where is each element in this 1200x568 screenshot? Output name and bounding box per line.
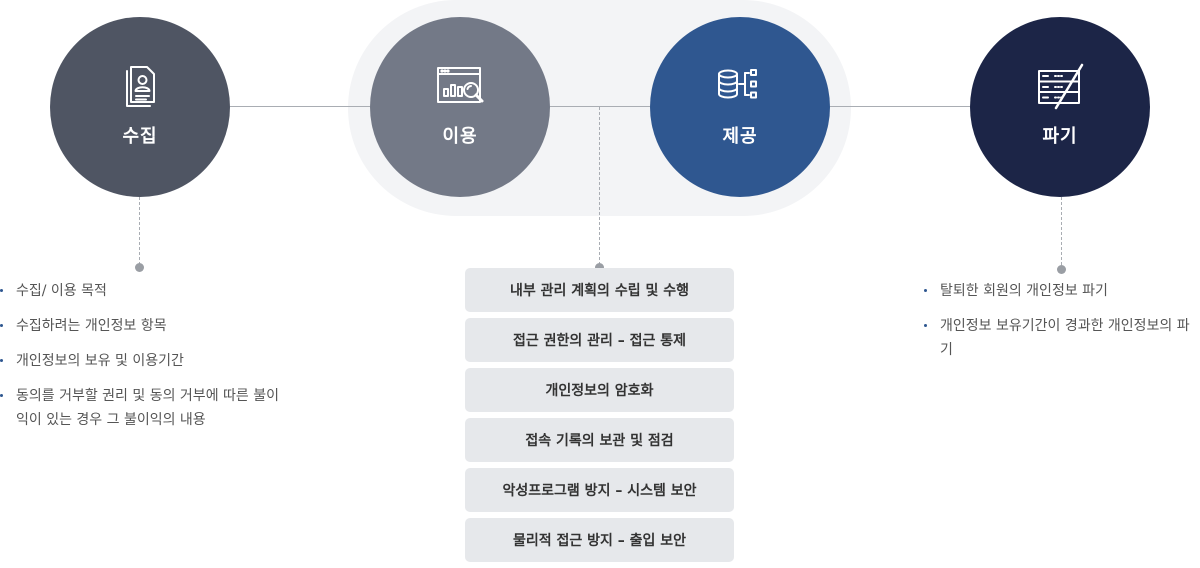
collection-dashed-line xyxy=(139,197,140,265)
database-share-icon xyxy=(718,69,757,99)
measure-box: 악성프로그램 방지 – 시스템 보안 xyxy=(465,468,734,512)
list-item: 동의를 거부할 권리 및 동의 거부에 따른 불이익이 있는 경우 그 불이익의… xyxy=(0,384,285,432)
stage-label: 파기 xyxy=(1042,126,1078,147)
list-item: 개인정보 보유기간이 경과한 개인정보의 파기 xyxy=(924,314,1200,362)
connector-line-2 xyxy=(550,106,650,107)
connector-line-1 xyxy=(230,106,370,107)
connector-line-3 xyxy=(830,106,970,107)
server-destroy-icon xyxy=(1038,63,1084,110)
stage-provision: 제공 xyxy=(650,17,830,197)
destruction-items-list: 탈퇴한 회원의 개인정보 파기 개인정보 보유기간이 경과한 개인정보의 파기 xyxy=(924,279,1200,373)
chart-magnifier-icon xyxy=(437,67,484,103)
collection-dot xyxy=(135,263,144,272)
stage-label: 제공 xyxy=(722,126,758,147)
protection-dot xyxy=(595,263,604,272)
list-item: 개인정보의 보유 및 이용기간 xyxy=(0,349,285,373)
measure-box: 내부 관리 계획의 수립 및 수행 xyxy=(465,268,734,312)
collection-items-list: 수집/ 이용 목적 수집하려는 개인정보 항목 개인정보의 보유 및 이용기간 … xyxy=(0,279,285,443)
destruction-dashed-line xyxy=(1061,197,1062,265)
stage-label: 수집 xyxy=(122,126,158,147)
list-item: 수집하려는 개인정보 항목 xyxy=(0,314,285,338)
stage-label: 이용 xyxy=(442,126,478,147)
measure-box: 개인정보의 암호화 xyxy=(465,368,734,412)
stage-collection: 수집 xyxy=(50,17,230,197)
measure-box: 물리적 접근 방지 – 출입 보안 xyxy=(465,518,734,562)
protection-measures-list: 내부 관리 계획의 수립 및 수행 접근 권한의 관리 – 접근 통제 개인정보… xyxy=(465,268,734,568)
protection-dashed-line xyxy=(599,107,600,265)
document-user-icon xyxy=(126,66,155,107)
stage-destruction: 파기 xyxy=(970,17,1150,197)
list-item: 수집/ 이용 목적 xyxy=(0,279,285,303)
measure-box: 접속 기록의 보관 및 점검 xyxy=(465,418,734,462)
list-item: 탈퇴한 회원의 개인정보 파기 xyxy=(924,279,1200,303)
measure-box: 접근 권한의 관리 – 접근 통제 xyxy=(465,318,734,362)
destruction-dot xyxy=(1057,265,1066,274)
stage-use: 이용 xyxy=(370,17,550,197)
